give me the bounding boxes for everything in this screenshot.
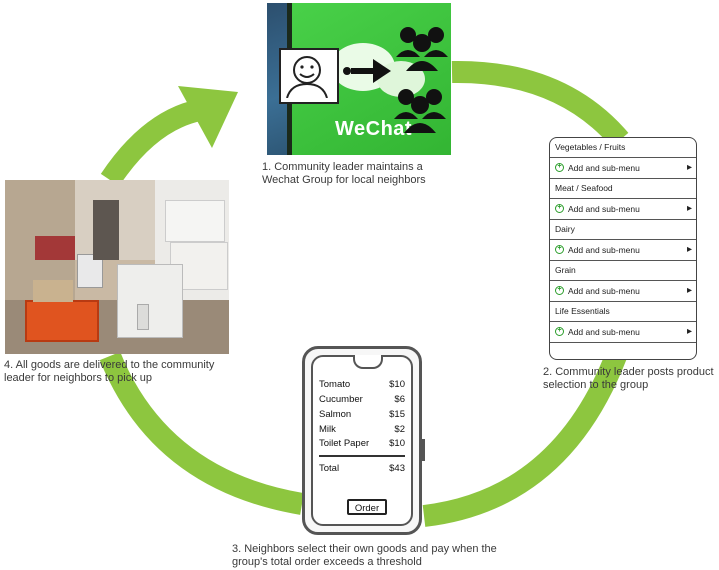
step-3-caption: 3. Neighbors select their own goods and … — [232, 543, 497, 568]
chevron-right-icon: ▸ — [686, 326, 692, 337]
arc-3-to-4 — [99, 351, 304, 515]
plus-icon: + — [555, 204, 564, 214]
chevron-right-icon: ▸ — [686, 285, 692, 296]
menu-category: Dairy — [550, 220, 696, 240]
order-button[interactable]: Order — [347, 499, 387, 515]
order-row: Toilet Paper$10 — [319, 438, 405, 449]
plus-icon: + — [555, 286, 564, 296]
order-total: Total$43 — [319, 463, 405, 474]
wechat-panel: WeChat — [267, 3, 451, 155]
step-4-caption: 4. All goods are delivered to the commun… — [4, 359, 215, 384]
menu-category: Life Essentials — [550, 302, 696, 322]
leader-avatar-icon — [279, 48, 339, 104]
step-1-caption: 1. Community leader maintains a Wechat G… — [262, 161, 426, 186]
product-menu: Vegetables / Fruits +Add and sub-menu ▸ … — [549, 137, 697, 360]
chevron-right-icon: ▸ — [686, 244, 692, 255]
arc-2-to-3 — [422, 352, 627, 527]
add-submenu-item[interactable]: +Add and sub-menu ▸ — [550, 322, 696, 343]
order-row: Tomato$10 — [319, 379, 405, 390]
phone-notch — [353, 355, 383, 369]
add-submenu-item[interactable]: +Add and sub-menu ▸ — [550, 281, 696, 302]
delivered-goods-photo — [5, 180, 229, 354]
add-submenu-item[interactable]: +Add and sub-menu ▸ — [550, 158, 696, 179]
order-phone: Tomato$10 Cucumber$6 Salmon$15 Milk$2 To… — [302, 346, 425, 535]
divider — [319, 455, 405, 457]
chevron-right-icon: ▸ — [686, 162, 692, 173]
order-row: Salmon$15 — [319, 409, 405, 420]
add-submenu-item[interactable]: +Add and sub-menu ▸ — [550, 240, 696, 261]
arrow-head — [178, 86, 238, 148]
order-row: Cucumber$6 — [319, 394, 405, 405]
order-screen: Tomato$10 Cucumber$6 Salmon$15 Milk$2 To… — [311, 355, 413, 526]
phone-side-button — [422, 439, 425, 461]
group-icon — [391, 83, 449, 146]
menu-category: Vegetables / Fruits — [550, 138, 696, 158]
plus-icon: + — [555, 327, 564, 337]
chevron-right-icon: ▸ — [686, 203, 692, 214]
menu-category: Grain — [550, 261, 696, 281]
group-icon — [393, 21, 451, 84]
menu-category: Meat / Seafood — [550, 179, 696, 199]
plus-icon: + — [555, 163, 564, 173]
arc-1-to-2 — [451, 60, 629, 148]
wechat-brand: WeChat — [335, 118, 413, 140]
add-submenu-item[interactable]: +Add and sub-menu ▸ — [550, 199, 696, 220]
step-2-caption: 2. Community leader posts product select… — [543, 366, 714, 391]
order-row: Milk$2 — [319, 424, 405, 435]
plus-icon: + — [555, 245, 564, 255]
arc-4-to-1 — [100, 99, 203, 187]
right-arrow-icon — [343, 56, 393, 92]
